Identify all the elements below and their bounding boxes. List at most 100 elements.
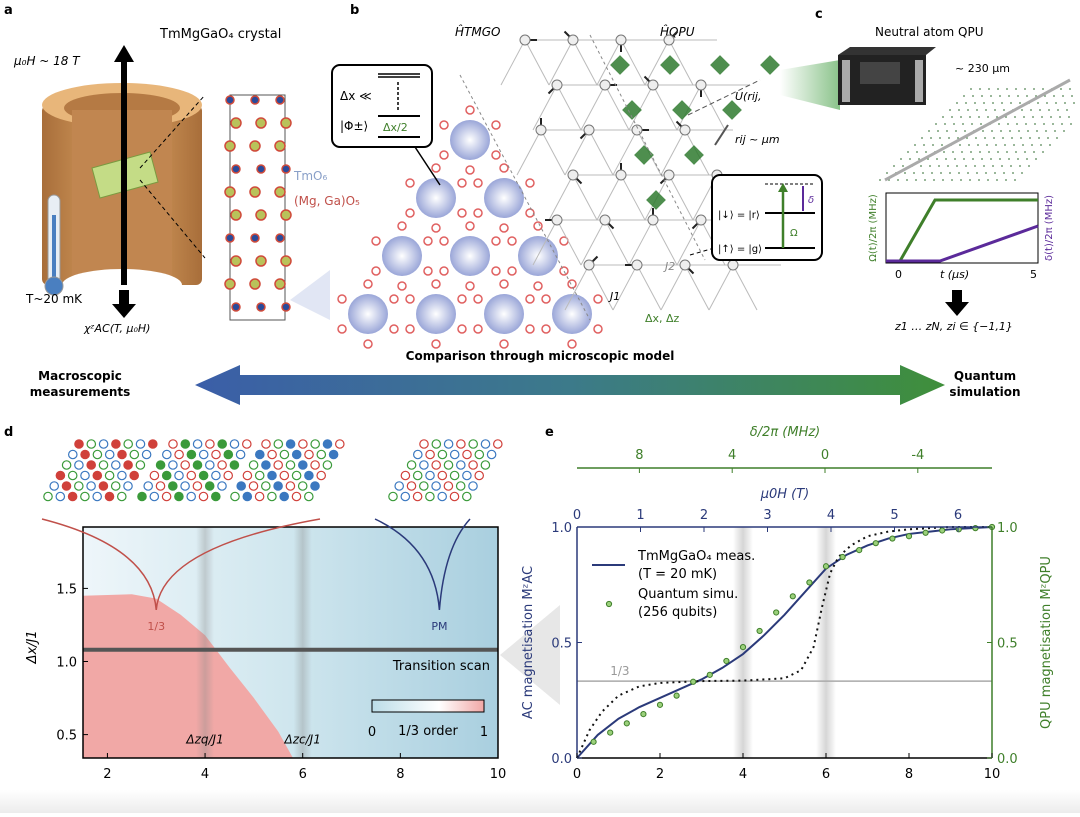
atom-dot [1025, 123, 1027, 125]
atom-dot [948, 137, 950, 139]
lattice-site [186, 491, 196, 502]
atom-dot [1056, 137, 1058, 139]
atom-dot [930, 137, 932, 139]
lattice-site [304, 449, 314, 460]
atom-dot [943, 151, 945, 153]
atom-dot [960, 179, 962, 181]
atom-dot [1013, 144, 1015, 146]
lattice-bond [628, 84, 654, 131]
qpu-title: Neutral atom QPU [875, 25, 983, 39]
inset-phi-text: |Φ±⟩ [340, 119, 368, 133]
lattice-site [480, 460, 491, 470]
lattice-site [174, 449, 184, 460]
lattice-site [211, 470, 221, 481]
spin-site [615, 169, 627, 181]
omega-label: Ω [790, 228, 798, 239]
rydberg-atom [610, 55, 630, 75]
atom-dot [1015, 88, 1017, 90]
lattice-site [80, 491, 90, 502]
lattice-bond [708, 264, 734, 311]
oxygen-site [337, 294, 347, 304]
atom-dot [1019, 165, 1021, 167]
divider-line [589, 34, 706, 261]
atom-dot [1017, 95, 1019, 97]
doublet-inset: Δx ≪ |Φ±⟩ Δx/2 [331, 64, 441, 186]
atom-dot [978, 116, 980, 118]
atom-dot [1005, 179, 1007, 181]
panel-d: d Transition scan1/3PM2468100.51.01.5Δz/… [4, 425, 560, 808]
lattice-site [148, 439, 158, 449]
oxygen-site [439, 120, 449, 130]
atom-dot [1018, 130, 1020, 132]
lattice-site [443, 439, 454, 449]
oxygen-site [507, 266, 517, 276]
mg-ga-atom [224, 278, 236, 290]
critical-label-q: Δzq/J1 [185, 732, 223, 746]
atom-dot [970, 88, 972, 90]
lattice-bond [612, 129, 638, 176]
lattice-site [168, 460, 178, 470]
lattice-site [400, 491, 411, 502]
atom-dot [1000, 130, 1002, 132]
lattice-site [431, 460, 441, 470]
crystal-structure [224, 94, 330, 321]
atom-dot [1008, 95, 1010, 97]
y-tick-label-right: 0.5 [997, 637, 1018, 652]
atom-dot [960, 116, 962, 118]
atom-dot [955, 130, 957, 132]
atom-dot [941, 144, 943, 146]
lattice-site [285, 481, 296, 491]
tm-atom [250, 95, 260, 105]
lattice-site [180, 481, 190, 491]
lattice-site [204, 481, 215, 491]
lattice-site [186, 470, 197, 481]
oxygen-site [499, 223, 509, 233]
lattice-site [316, 449, 327, 460]
delta-tick-label: 4 [728, 448, 736, 463]
spin-site [695, 79, 707, 91]
atom-dot [940, 172, 942, 174]
atom-dot [1047, 137, 1049, 139]
atom-dot [1040, 144, 1042, 146]
oxygen-site [491, 266, 501, 276]
oxygen-site [389, 294, 399, 304]
mg-ga-atom [274, 186, 286, 198]
atom-dot [949, 109, 951, 111]
atom-dot [1016, 123, 1018, 125]
y-tick-label-left: 1.0 [551, 521, 572, 536]
atom-dot [1021, 172, 1023, 174]
lattice-site [455, 460, 466, 470]
mg-ga-atom [230, 209, 242, 221]
atom-dot [1049, 144, 1051, 146]
simulation-point [922, 529, 929, 536]
atom-dot [1070, 123, 1072, 125]
oxygen-site [371, 266, 381, 276]
mg-ga-atom [255, 209, 267, 221]
atom-dot [893, 165, 895, 167]
oxygen-site [567, 279, 577, 289]
x-tick-label: 8 [905, 767, 913, 782]
lattice-site [310, 481, 320, 491]
oxygen-site [465, 281, 475, 291]
x-tick-label: 2 [656, 767, 664, 782]
oxygen-site [337, 324, 347, 334]
comparison-bridge: Comparison through microscopic model Mac… [30, 349, 1021, 405]
atom-dot [977, 144, 979, 146]
tm-atom [250, 233, 260, 243]
simulation-point [756, 627, 763, 635]
macroscopic-label-2: measurements [30, 385, 131, 399]
oxygen-site [371, 236, 381, 246]
atom-dot [981, 95, 983, 97]
lattice-site [462, 449, 472, 460]
atom-dot [979, 88, 981, 90]
lattice-site [74, 460, 84, 470]
lattice-site [480, 439, 491, 449]
atom-dot [914, 144, 916, 146]
atom-dot [1060, 88, 1062, 90]
lattice-bond [620, 174, 646, 221]
lattice-site [235, 449, 246, 460]
lattice-bond [540, 129, 566, 176]
quantum-label-1: Quantum [954, 369, 1016, 383]
lattice-site [273, 439, 284, 449]
inset-dx-text: Δx ≪ [340, 89, 372, 103]
